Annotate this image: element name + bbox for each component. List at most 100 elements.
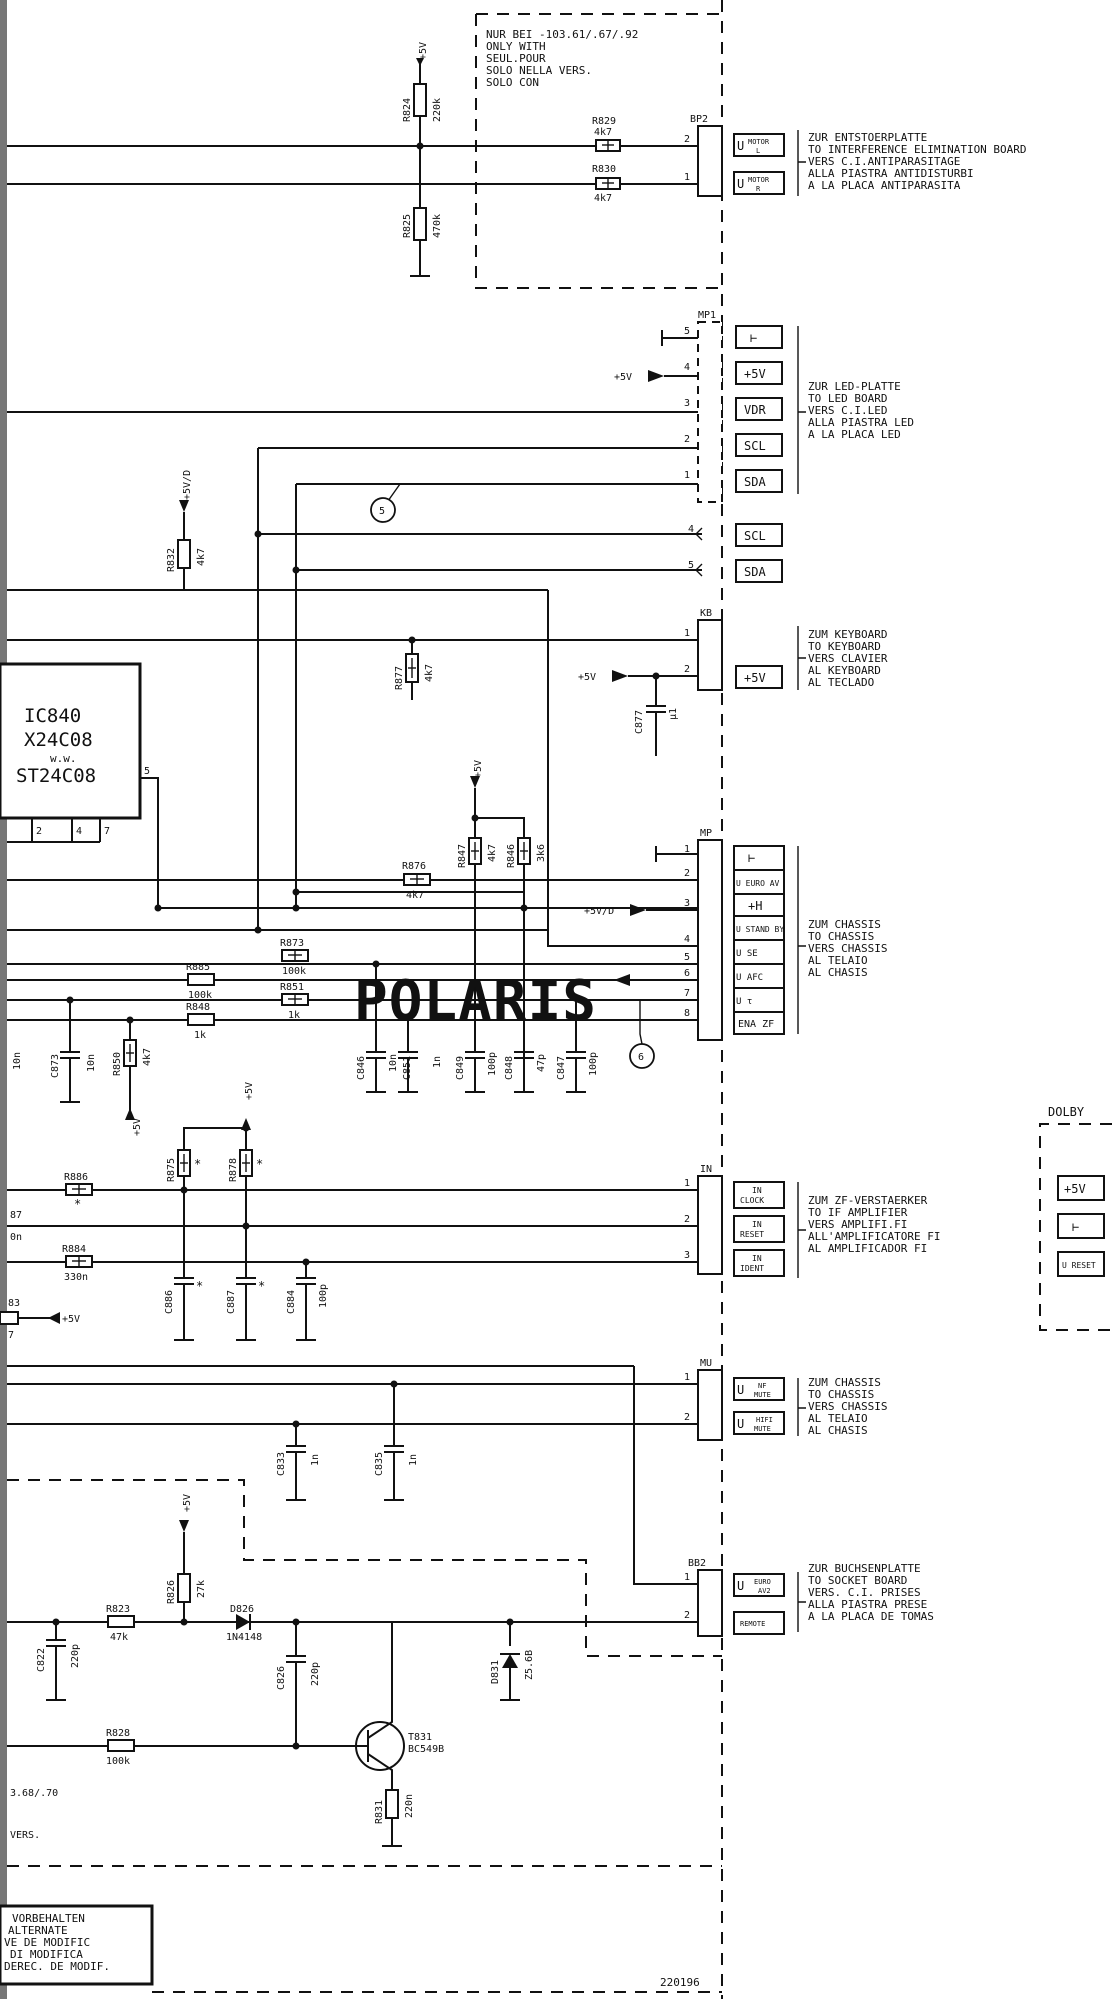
- connector-desc: TO KEYBOARD: [808, 640, 881, 653]
- component-ref: C826: [276, 1666, 287, 1690]
- component-ref: R878: [228, 1158, 239, 1182]
- connector-desc: VERS AMPLIFI.FI: [808, 1218, 907, 1231]
- signal-label: +5V: [744, 367, 766, 381]
- note-line: DEREC. DE MODIF.: [4, 1960, 110, 1973]
- component-ref: C849: [455, 1056, 466, 1080]
- pin-number: 1: [684, 628, 690, 639]
- signal-label: U SE: [736, 949, 758, 959]
- connector-name: IN: [700, 1164, 712, 1175]
- component-value: 1n: [432, 1056, 443, 1068]
- remote-dashed-region: [7, 1479, 722, 1657]
- connector-desc: AL CHASIS: [808, 1424, 868, 1437]
- pin-number: 7: [104, 826, 110, 837]
- connector-bb2: BB2 1 2 U EURO AV2 REMOTE ZUR BUCHSENPLA…: [684, 1558, 934, 1637]
- pin-number: 5: [684, 326, 690, 337]
- signal-label: IN: [752, 1186, 762, 1195]
- connector-desc: ZUM ZF-VERSTAERKER: [808, 1194, 928, 1207]
- component-ref: R847: [457, 844, 468, 868]
- note-line: VE DE MODIFIC: [4, 1936, 90, 1949]
- resistor-r832: +5V/D R832 4k7: [166, 470, 207, 590]
- pin-number: 1: [684, 844, 690, 855]
- resistor-r885: R885 100k: [186, 962, 215, 1001]
- connector-mu: MU 1 2 U NF MUTE U HIFI MUTE ZUM CHASSIS…: [684, 1358, 887, 1441]
- component-ref: C833: [276, 1452, 287, 1476]
- connector-desc: VERS. C.I. PRISES: [808, 1586, 921, 1599]
- component-value: 4k7: [424, 664, 435, 682]
- resistor-r831: [385, 1789, 399, 1819]
- polaris-watermark: POLARIS: [354, 969, 597, 1034]
- signal-label: MOTOR: [748, 176, 770, 184]
- component-ref: R850: [112, 1052, 123, 1076]
- component-ref: C835: [374, 1452, 385, 1476]
- signal-label: MOTOR: [748, 138, 770, 146]
- mu-caps: C833 1n C835 1n: [276, 1380, 419, 1501]
- component-value: *: [196, 1279, 203, 1293]
- connector-desc: AL AMPLIFICADOR FI: [808, 1242, 927, 1255]
- marker-5: [370, 497, 396, 523]
- cut-label: 3.68/.70: [10, 1788, 58, 1799]
- connector-desc: ALLA PIASTRA PRESE: [808, 1598, 927, 1611]
- supply-label: +5V: [182, 1494, 193, 1512]
- pin-number: 3: [684, 1250, 690, 1261]
- signal-label: SCL: [744, 439, 766, 453]
- cut-label: 0n: [10, 1232, 22, 1243]
- component-value: 1k: [288, 1010, 300, 1021]
- component-ref: R851: [280, 982, 304, 993]
- supply-arrow: [648, 370, 664, 382]
- component-value: 4k7: [594, 127, 612, 138]
- cut-label: VERS.: [10, 1830, 40, 1841]
- pin-number: 2: [684, 134, 690, 145]
- cut-label: 7: [8, 1330, 14, 1341]
- component-value: 330n: [64, 1272, 88, 1283]
- component-value: BC549B: [408, 1744, 444, 1755]
- resistor-r876: R876 4k7: [402, 861, 431, 901]
- resistor-r825: [413, 207, 427, 241]
- pin-number: 2: [684, 868, 690, 879]
- component-value: Z5.6B: [524, 1650, 535, 1680]
- dolby-title: DOLBY: [1048, 1105, 1085, 1119]
- connector-name: MP: [700, 828, 712, 839]
- component-ref: D831: [490, 1660, 501, 1684]
- pin-number: 4: [76, 826, 82, 837]
- component-ref: C822: [36, 1648, 47, 1672]
- component-value: *: [194, 1157, 201, 1171]
- component-value: 220p: [70, 1644, 81, 1668]
- signal-label: CLOCK: [740, 1196, 764, 1205]
- resistor-r873: R873 100k: [280, 938, 309, 977]
- pin-number: 8: [684, 1008, 690, 1019]
- connector-desc: ALL'AMPLIFICATORE FI: [808, 1230, 940, 1243]
- connector-desc: VERS CHASSIS: [808, 942, 887, 955]
- component-ref: R828: [106, 1728, 130, 1739]
- pin-number: 4: [684, 362, 690, 373]
- signal-label: ENA ZF: [738, 1019, 774, 1030]
- pin-number: 2: [36, 826, 42, 837]
- signal-label: U: [737, 139, 744, 153]
- component-value: 100k: [106, 1756, 130, 1767]
- component-ref: T831: [408, 1732, 432, 1743]
- connector-desc: TO SOCKET BOARD: [808, 1574, 907, 1587]
- connector-desc: TO IF AMPLIFIER: [808, 1206, 908, 1219]
- component-value: *: [74, 1197, 81, 1211]
- supply-label: +5V: [614, 372, 632, 383]
- left-cut-5v: 83 7 +5V: [0, 1298, 80, 1341]
- signal-label: U: [737, 1417, 744, 1431]
- connector-desc: A LA PLACA ANTIPARASITA: [808, 179, 961, 192]
- component-value: 47p: [536, 1054, 547, 1072]
- signal-label: ⊢: [748, 851, 755, 865]
- wire-bb2-euro: [633, 1366, 698, 1585]
- connector-name: MP1: [698, 310, 716, 321]
- pin-number: 5: [684, 952, 690, 963]
- component-value: 470k: [432, 214, 443, 238]
- component-value: 100p: [487, 1052, 498, 1076]
- signal-label: HIFI: [756, 1416, 773, 1424]
- dolby-block: DOLBY +5V ⊢ U RESET: [1039, 1105, 1112, 1331]
- component-ref: R873: [280, 938, 304, 949]
- component-ref: C848: [504, 1056, 515, 1080]
- component-ref: R831: [374, 1800, 385, 1824]
- resistor-r884: R884 330n: [62, 1244, 93, 1283]
- signal-label: IN: [752, 1220, 762, 1229]
- resistor-r824: [413, 83, 427, 117]
- connector-in: IN 1 2 3 IN CLOCK IN RESET IN IDENT ZUM …: [684, 1164, 940, 1278]
- connector-kb: KB 1 2 +5V ZUM KEYBOARD TO KEYBOARD VERS…: [684, 608, 888, 691]
